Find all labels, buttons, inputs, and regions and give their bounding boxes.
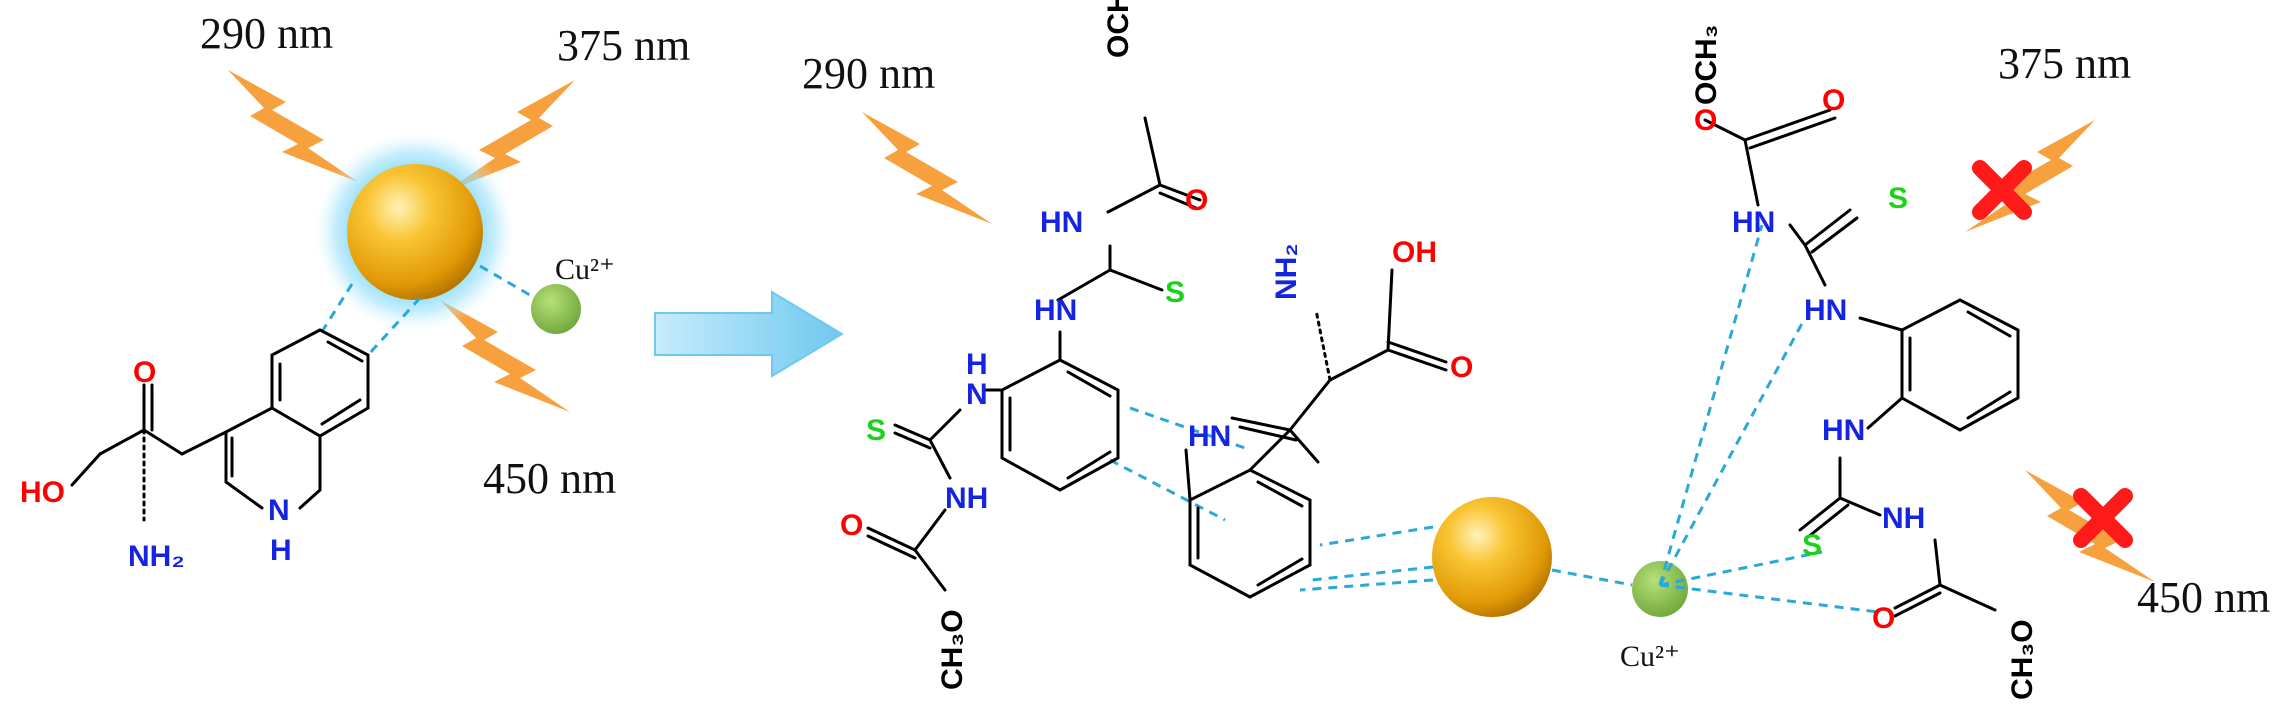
wavelength-label-375: 375 nm: [1998, 39, 2131, 88]
atom-label-S: S: [1165, 276, 1185, 309]
atom-label-OH: OH: [1392, 236, 1437, 269]
atom-label-OCH3: OCH₃: [1690, 24, 1723, 105]
right-ligand-right-structure: [1703, 108, 2020, 618]
wavelength-label-450: 450 nm: [483, 454, 616, 503]
wavelength-label-375: 375 nm: [557, 21, 690, 70]
interaction-links: [1109, 224, 1879, 614]
wavelength-label-450: 450 nm: [2137, 573, 2270, 622]
atom-label-O: O: [840, 509, 863, 542]
atom-label-S: S: [1888, 182, 1908, 215]
atom-label-O: O: [1872, 602, 1895, 635]
atom-label-CH3O: CH₃O: [2006, 619, 2039, 700]
atom-label-HO: HO: [20, 476, 65, 509]
copper-ion-label: Cu²⁺: [1620, 640, 1680, 673]
atom-label-HN: HN: [1732, 206, 1775, 239]
copper-ion-label: Cu²⁺: [555, 253, 615, 286]
arrow-right-icon: [654, 290, 844, 378]
tryptophan-structure: [1184, 268, 1448, 599]
wavelength-label-290: 290 nm: [802, 49, 935, 98]
atom-label-H: H: [270, 534, 292, 567]
right-ligand-left-structure: [866, 116, 1202, 592]
left-molecule-structure: [70, 328, 370, 522]
copper-ion-icon: [531, 284, 581, 334]
atom-label-S: S: [1802, 529, 1822, 562]
atom-label-O: O: [1185, 184, 1208, 217]
atom-label-N: N: [966, 378, 988, 411]
cross-icon: [2073, 488, 2133, 548]
atom-label-S: S: [866, 414, 886, 447]
atom-label-HN: HN: [1040, 206, 1083, 239]
atom-label-HN: HN: [1188, 420, 1231, 453]
atom-label-NH2: NH₂: [1270, 243, 1303, 300]
atom-label-NH: NH: [945, 482, 988, 515]
atom-label-NH: NH: [1882, 502, 1925, 535]
atom-label-O: O: [1822, 84, 1845, 117]
cross-icon: [1972, 160, 2032, 220]
atom-label-O: O: [133, 356, 156, 389]
atom-label-CH3O: CH₃O: [936, 609, 969, 690]
nanoparticle-icon: [1432, 497, 1552, 617]
right-panel: 290 nm 375 nm 450 nm Cu²⁺: [802, 0, 2270, 700]
atom-label-HN: HN: [1822, 414, 1865, 447]
left-panel: 290 nm 375 nm 450 nm Cu²⁺: [20, 9, 690, 573]
interaction-link: [479, 264, 536, 300]
lightning-bolt-icon: [228, 70, 358, 182]
copper-ion-icon: [1632, 561, 1688, 617]
atom-label-HN: HN: [1804, 294, 1847, 327]
atom-label-NH2: NH₂: [128, 540, 185, 573]
atom-label-O: O: [1694, 104, 1717, 137]
wavelength-label-290: 290 nm: [200, 9, 333, 58]
atom-label-HN: HN: [1034, 294, 1077, 327]
nanoparticle-icon: [347, 164, 483, 300]
atom-label-H: H: [966, 348, 988, 381]
interaction-link: [366, 296, 422, 357]
lightning-bolt-icon: [862, 112, 992, 224]
atom-label-N: N: [268, 494, 290, 527]
atom-label-OCH3: OCH₃: [1102, 0, 1135, 58]
atom-label-O: O: [1450, 351, 1473, 384]
